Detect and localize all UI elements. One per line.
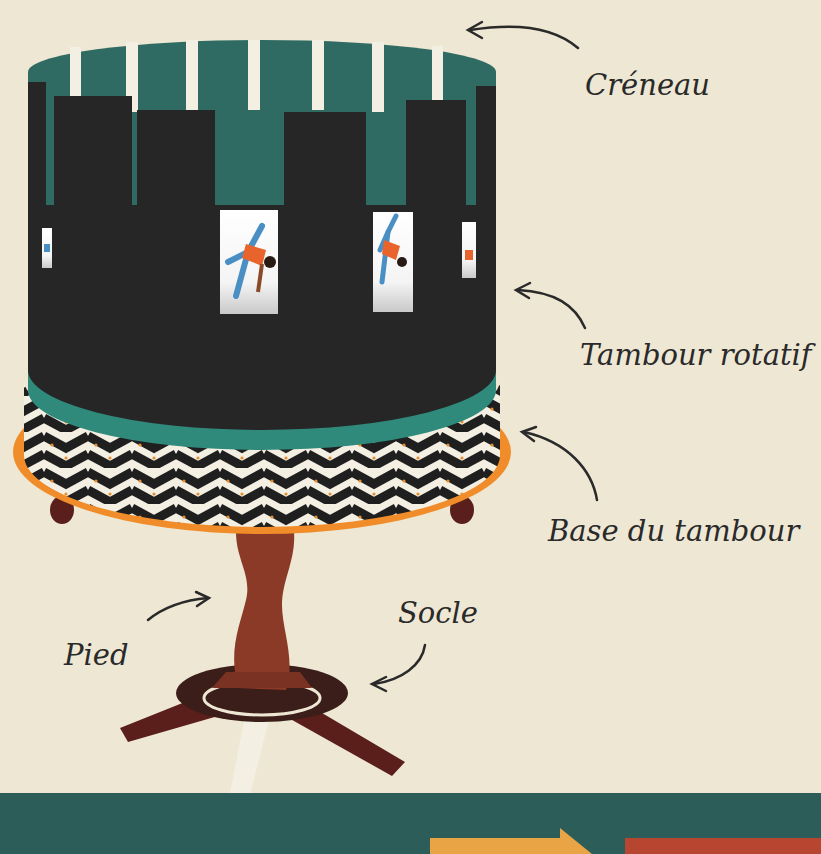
- leader-arrows: [148, 22, 597, 691]
- part-label: Base du tambour: [548, 516, 799, 548]
- part-label: Pied: [64, 640, 129, 672]
- part-label: Socle: [398, 598, 478, 630]
- part-label: Tambour rotatif: [580, 340, 812, 372]
- rotating-drum: [28, 82, 496, 450]
- pedestal: [50, 496, 474, 835]
- animation-frames: [42, 210, 476, 314]
- footer-band: [0, 793, 821, 854]
- part-label: Créneau: [585, 70, 710, 102]
